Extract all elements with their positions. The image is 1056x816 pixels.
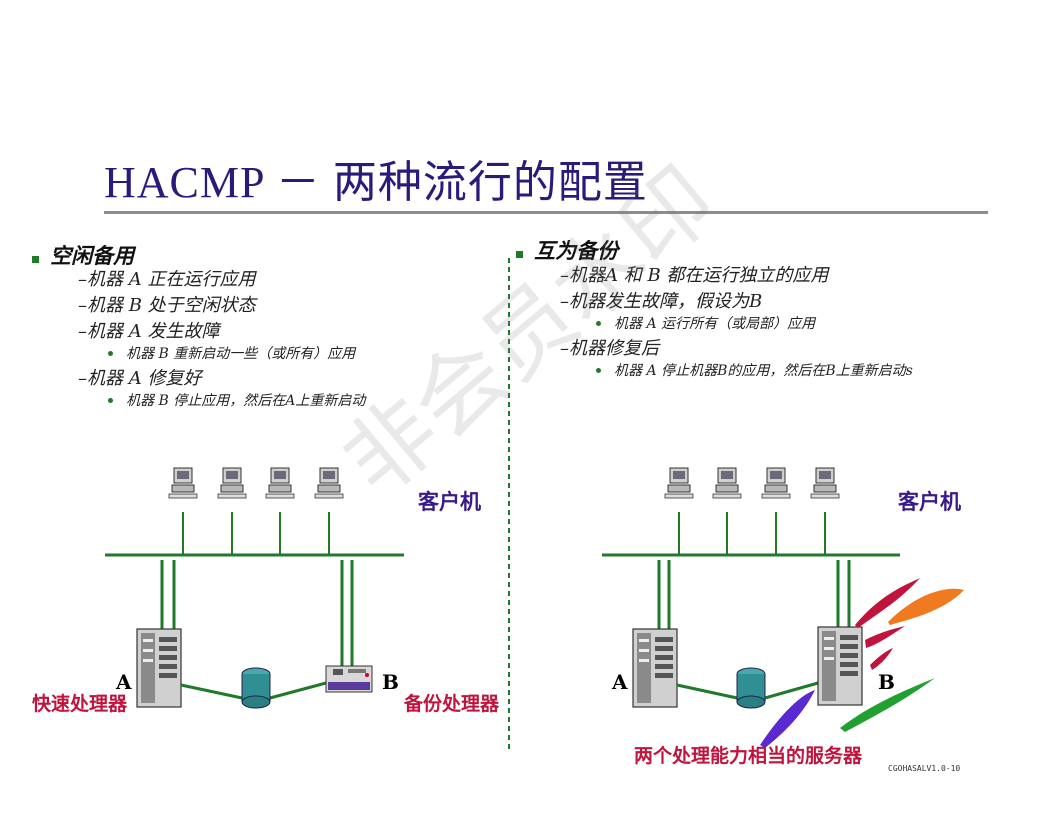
right-diagram — [602, 467, 964, 748]
right-subitem-3: 机器 A 停止机器B的应用，然后在B上重新启动s — [596, 360, 913, 380]
right-shared-disk — [736, 667, 766, 709]
left-client-pc-2 — [217, 467, 247, 499]
right-server-b — [817, 626, 863, 706]
left-diagram — [105, 467, 404, 709]
swoosh-decoration — [760, 578, 964, 748]
right-heading: 互为备份 — [534, 238, 619, 263]
left-item-2: –机器 B 处于空闲状态 — [78, 295, 256, 316]
left-subitem-4: 机器 B 停止应用，然后在A上重新启动 — [108, 390, 365, 410]
page-title: HACMP － 两种流行的配置 — [104, 158, 648, 207]
left-label-b: B — [382, 670, 399, 694]
square-bullet-icon — [32, 256, 39, 263]
slide-footer-id: CGOHASALV1.0-10 — [888, 764, 961, 773]
left-subitem-3-text: 机器 B 重新启动一些（或所有）应用 — [126, 346, 356, 362]
left-subitem-3: 机器 B 重新启动一些（或所有）应用 — [108, 343, 355, 363]
right-heading-row: 互为备份 — [516, 235, 618, 265]
right-item-1: –机器A 和 B 都在运行独立的应用 — [560, 265, 829, 286]
left-heading-row: 空闲备用 — [32, 240, 134, 270]
dot-bullet-icon — [108, 351, 113, 356]
left-client-pc-3 — [265, 467, 295, 499]
dot-bullet-icon — [596, 321, 601, 326]
left-shared-disk — [241, 667, 271, 709]
title-divider — [104, 211, 988, 214]
right-label-a: A — [612, 670, 628, 694]
right-subitem-3-text: 机器 A 停止机器B的应用，然后在B上重新启动s — [614, 363, 913, 379]
dot-bullet-icon — [596, 368, 601, 373]
right-clients-label: 客户机 — [898, 489, 961, 514]
dot-bullet-icon — [108, 398, 113, 403]
right-item-2: –机器发生故障，假设为B — [560, 291, 763, 312]
right-client-pc-2 — [712, 467, 742, 499]
left-server-b — [325, 665, 373, 693]
right-item-3: –机器修复后 — [560, 338, 659, 359]
left-label-a: A — [116, 670, 132, 694]
left-clients-label: 客户机 — [418, 489, 481, 514]
right-client-pc-3 — [761, 467, 791, 499]
left-client-pc-1 — [168, 467, 198, 499]
left-server-a — [136, 628, 182, 708]
left-item-1: –机器 A 正在运行应用 — [78, 269, 256, 290]
left-item-4: –机器 A 修复好 — [78, 368, 202, 389]
left-client-pc-4 — [314, 467, 344, 499]
right-subitem-2-text: 机器 A 运行所有（或局部）应用 — [614, 316, 816, 332]
left-heading: 空闲备用 — [50, 243, 135, 268]
square-bullet-icon — [516, 251, 523, 258]
right-subitem-2: 机器 A 运行所有（或局部）应用 — [596, 313, 815, 333]
equal-servers-caption: 两个处理能力相当的服务器 — [634, 745, 863, 767]
right-client-pc-1 — [664, 467, 694, 499]
right-label-b: B — [878, 670, 895, 694]
fast-processor-label: 快速处理器 — [32, 693, 128, 715]
right-client-pc-4 — [810, 467, 840, 499]
left-subitem-4-text: 机器 B 停止应用，然后在A上重新启动 — [126, 393, 366, 409]
backup-processor-label: 备份处理器 — [404, 693, 500, 715]
right-server-a — [632, 628, 678, 708]
left-item-3: –机器 A 发生故障 — [78, 321, 220, 342]
